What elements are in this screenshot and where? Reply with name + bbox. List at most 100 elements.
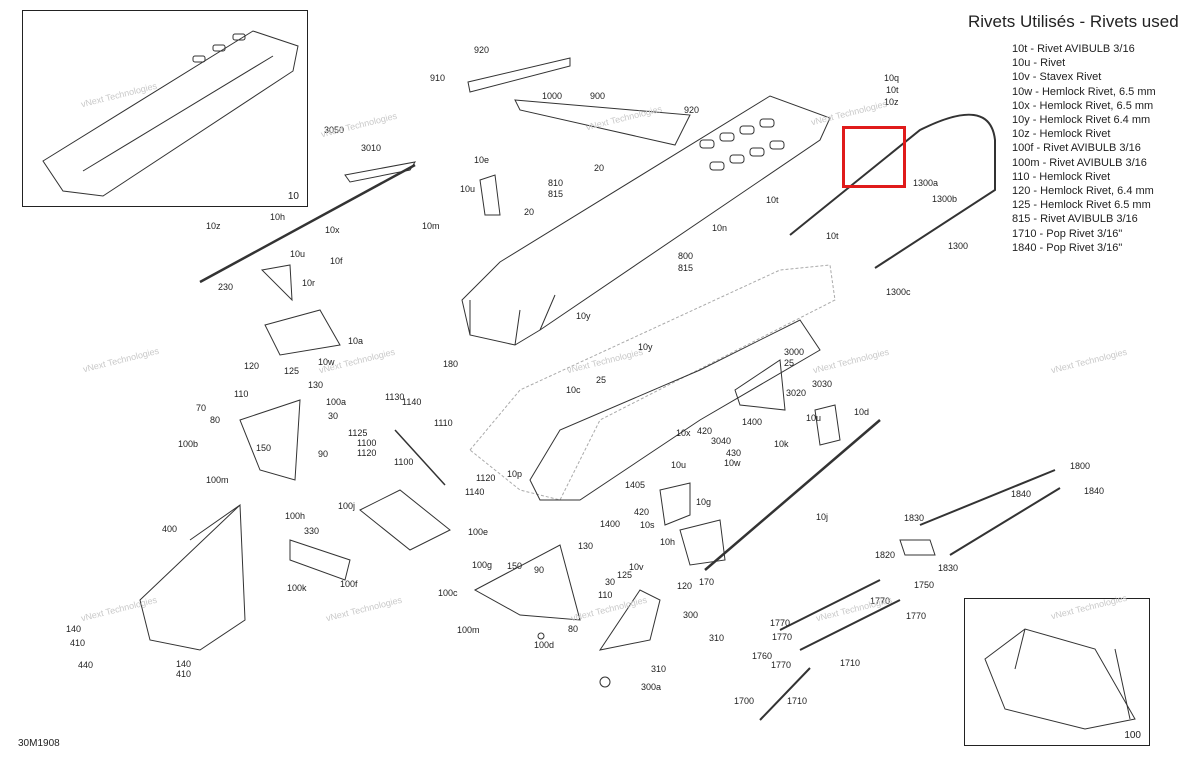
part-callout-10j: 10j xyxy=(816,512,829,522)
part-callout-1750: 1750 xyxy=(914,580,935,590)
part-callout-10u: 10u xyxy=(460,184,476,194)
part-callout-3040: 3040 xyxy=(711,436,732,446)
inset-frame-drawing xyxy=(984,628,1136,730)
part-callout-1770: 1770 xyxy=(771,660,792,670)
part-callout-100g: 100g xyxy=(472,560,493,570)
part-callout-1820: 1820 xyxy=(875,550,896,560)
part-callout-120: 120 xyxy=(244,361,260,371)
part-callout-10e: 10e xyxy=(474,155,490,165)
part-callout-900: 900 xyxy=(590,91,606,101)
highlight-box xyxy=(842,126,906,188)
part-callout-30: 30 xyxy=(605,577,616,587)
part-callout-1840: 1840 xyxy=(1084,486,1105,496)
part-callout-1140: 1140 xyxy=(465,487,485,497)
part-callout-20: 20 xyxy=(524,207,535,217)
part-300a-drawing xyxy=(599,676,611,688)
part-callout-10d: 10d xyxy=(854,407,870,417)
part-callout-1405: 1405 xyxy=(625,480,646,490)
part-callout-1000: 1000 xyxy=(542,91,563,101)
part-callout-920: 920 xyxy=(684,105,700,115)
part-callout-1130: 1130 xyxy=(385,392,405,402)
support-100c-drawing xyxy=(473,544,581,621)
part-10d-drawing xyxy=(814,404,841,446)
part-callout-1100: 1100 xyxy=(357,438,377,448)
part-callout-100h: 100h xyxy=(285,511,306,521)
part-callout-100e: 100e xyxy=(468,527,489,537)
part-callout-1120: 1120 xyxy=(357,448,377,458)
part-callout-25: 25 xyxy=(596,375,607,385)
part-10e-drawing xyxy=(479,174,501,216)
part-callout-815: 815 xyxy=(548,189,564,199)
part-callout-400: 400 xyxy=(162,524,178,534)
part-callout-10v: 10v xyxy=(629,562,644,572)
part-callout-25: 25 xyxy=(784,358,795,368)
legend-item: 10y - Hemlock Rivet 6.4 mm xyxy=(1012,114,1151,127)
part-callout-1800: 1800 xyxy=(1070,461,1091,471)
part-callout-90: 90 xyxy=(534,565,545,575)
handle-1300-drawing xyxy=(789,113,996,269)
part-callout-10m: 10m xyxy=(422,221,440,231)
part-callout-10k: 10k xyxy=(774,439,789,449)
part-callout-100a: 100a xyxy=(326,397,347,407)
part-callout-10r: 10r xyxy=(302,278,316,288)
part-callout-10x: 10x xyxy=(325,225,340,235)
rail-1800-drawing xyxy=(919,469,1061,556)
legend-item: 10u - Rivet xyxy=(1012,57,1066,70)
part-callout-10x: 10x xyxy=(676,428,691,438)
legend-item: 10x - Hemlock Rivet, 6.5 mm xyxy=(1012,99,1154,112)
part-callout-80: 80 xyxy=(568,624,579,634)
part-callout-1100: 1100 xyxy=(394,457,414,467)
part-callout-410: 410 xyxy=(176,669,192,679)
part-callout-310: 310 xyxy=(709,633,725,643)
part-callout-30: 30 xyxy=(328,411,339,421)
part-callout-10u: 10u xyxy=(806,413,822,423)
part-callout-100f: 100f xyxy=(340,579,358,589)
part-3000-drawing xyxy=(734,359,786,411)
legend-title: Rivets Utilisés - Rivets used xyxy=(968,12,1179,31)
legend-item: 110 - Hemlock Rivet xyxy=(1012,170,1111,183)
bracket-910-drawing xyxy=(467,57,571,93)
part-callout-150: 150 xyxy=(507,561,523,571)
part-callout-10a: 10a xyxy=(348,336,364,346)
legend-item: 125 - Hemlock Rivet 6.5 mm xyxy=(1012,199,1151,212)
part-callout-100k: 100k xyxy=(287,583,307,593)
part-callout-20: 20 xyxy=(594,163,605,173)
part-callout-10z: 10z xyxy=(206,221,221,231)
part-callout-10g: 10g xyxy=(696,497,712,507)
part-callout-140: 140 xyxy=(176,659,192,669)
part-callout-130: 130 xyxy=(578,541,594,551)
part-callout-100b: 100b xyxy=(178,439,199,449)
part-callout-170: 170 xyxy=(699,577,715,587)
part-callout-10t: 10t xyxy=(766,195,779,205)
part-callout-10n: 10n xyxy=(712,223,728,233)
part-callout-1300b: 1300b xyxy=(932,194,958,204)
inset-label-10: 10 xyxy=(287,191,299,202)
part-callout-1830: 1830 xyxy=(904,513,925,523)
chassis-part-drawing xyxy=(529,319,821,501)
part-callout-300: 300 xyxy=(683,610,699,620)
part-callout-1300a: 1300a xyxy=(913,178,939,188)
part-callout-90: 90 xyxy=(318,449,329,459)
legend-item: 815 - Rivet AVIBULB 3/16 xyxy=(1012,213,1138,226)
part-callout-100c: 100c xyxy=(438,588,458,598)
legend-item: 120 - Hemlock Rivet, 6.4 mm xyxy=(1012,185,1154,198)
bracket-900-drawing xyxy=(514,99,691,146)
part-callout-910: 910 xyxy=(430,73,446,83)
part-callout-1300: 1300 xyxy=(948,241,969,251)
inset-label-100: 100 xyxy=(1124,730,1141,741)
part-callout-10z: 10z xyxy=(884,97,899,107)
part-callout-1770: 1770 xyxy=(772,632,793,642)
part-callout-10c: 10c xyxy=(566,385,581,395)
part-callout-100m: 100m xyxy=(457,625,480,635)
legend-item: 10w - Hemlock Rivet, 6.5 mm xyxy=(1012,85,1156,98)
legend-item: 100m - Rivet AVIBULB 3/16 xyxy=(1012,156,1147,169)
part-callout-1770: 1770 xyxy=(770,618,791,628)
part-callout-10h: 10h xyxy=(660,537,676,547)
part-callout-3050: 3050 xyxy=(324,125,345,135)
chassis-ghost-drawing xyxy=(469,264,836,501)
part-callout-300a: 300a xyxy=(641,682,662,692)
part-callout-10f: 10f xyxy=(330,256,343,266)
legend-item: 1840 - Pop Rivet 3/16" xyxy=(1012,241,1123,254)
part-callout-10y: 10y xyxy=(638,342,653,352)
